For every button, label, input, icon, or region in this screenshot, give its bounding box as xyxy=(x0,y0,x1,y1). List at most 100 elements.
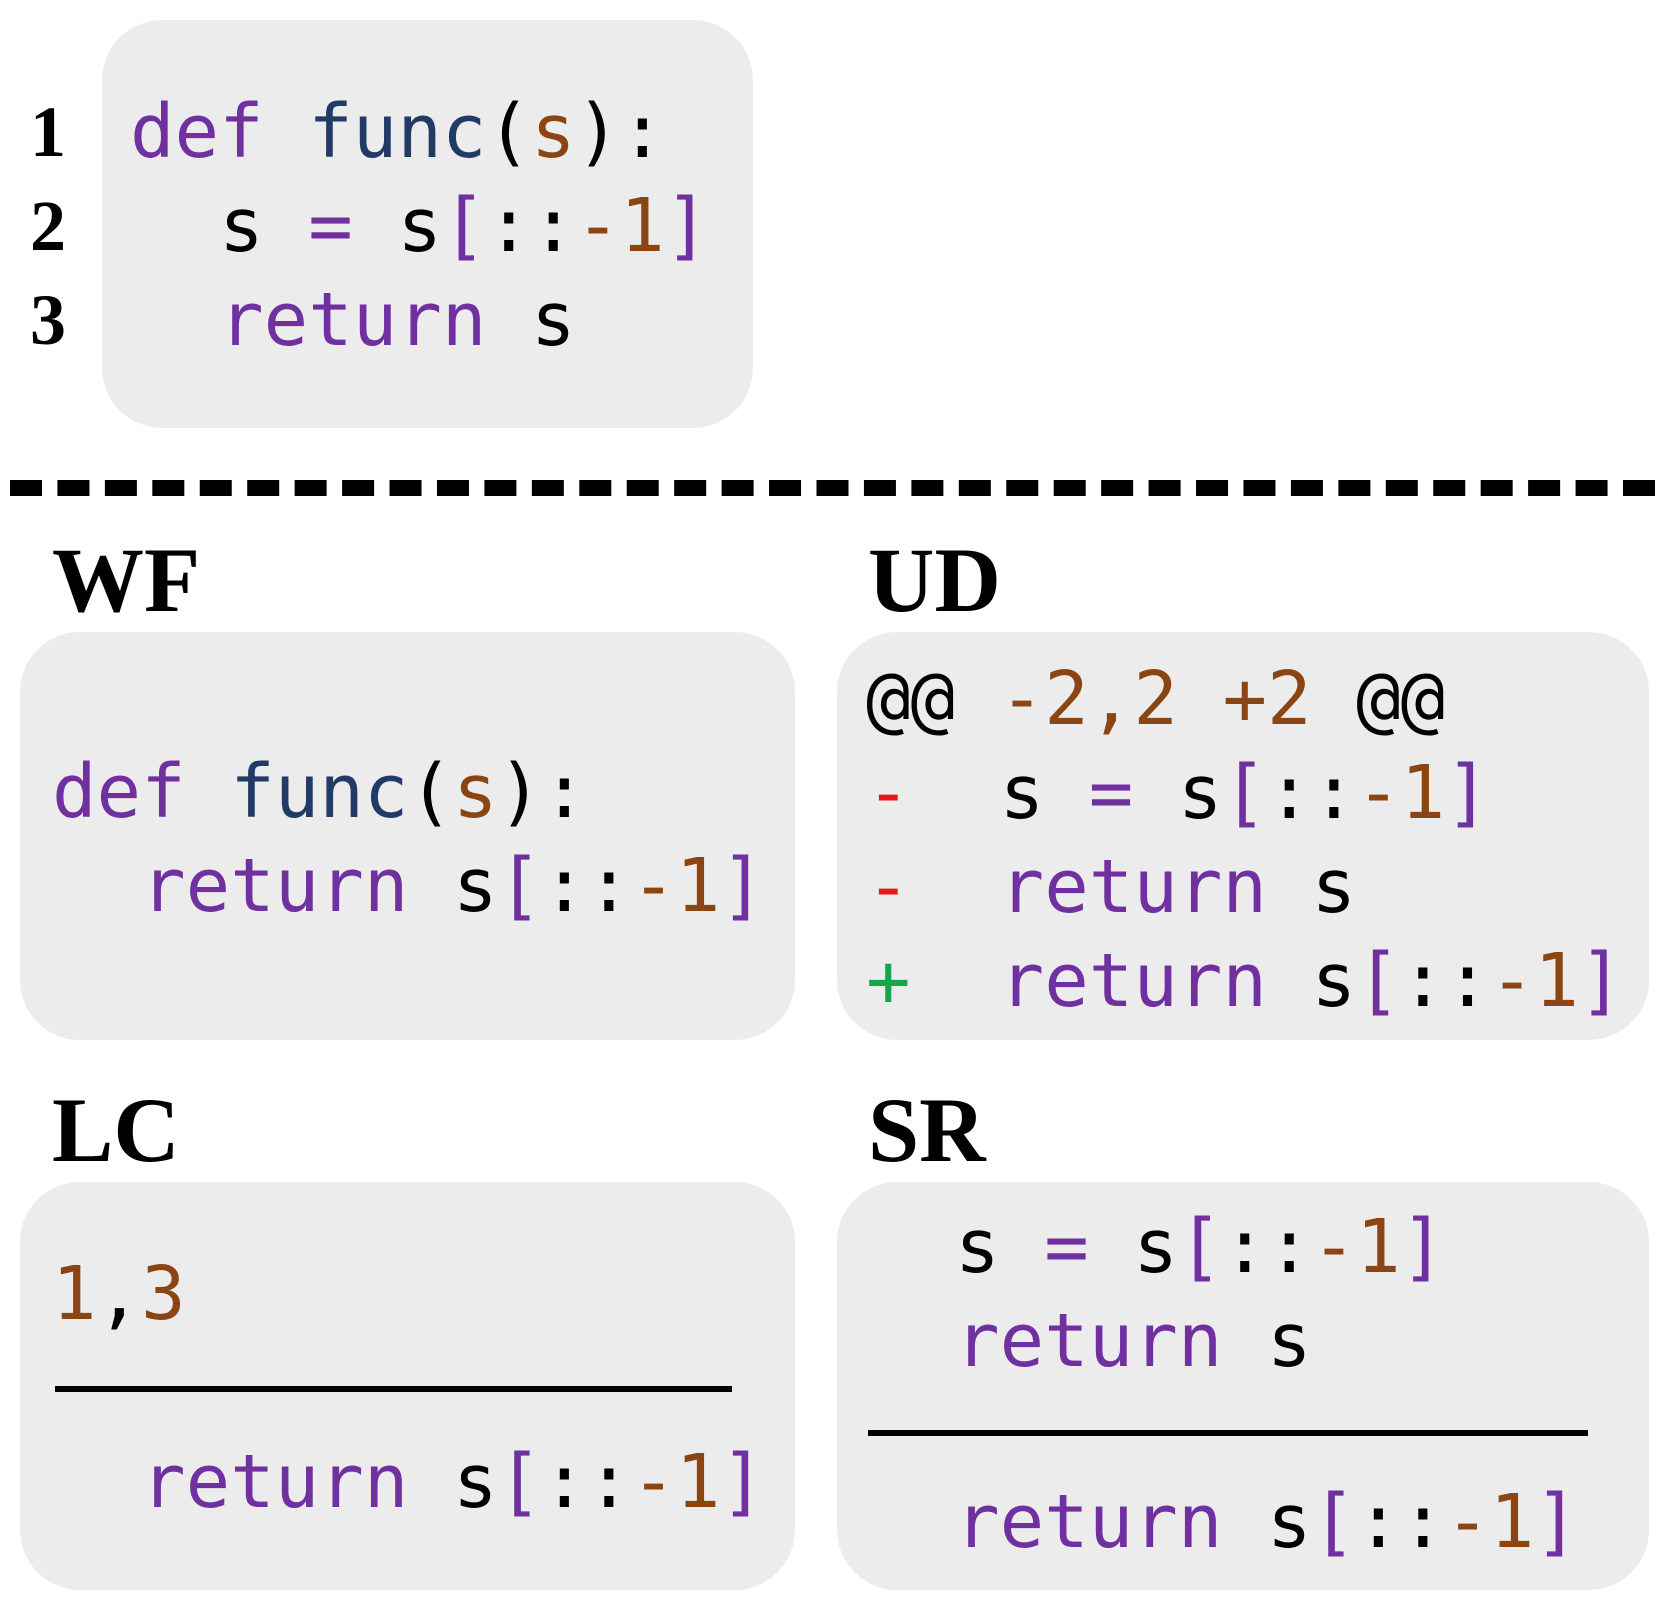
variable: s xyxy=(1177,750,1223,836)
code-line: def func(s): xyxy=(52,749,587,835)
indent xyxy=(866,1204,955,1290)
bracket: ] xyxy=(1400,1204,1446,1290)
hunk-range-new: +2 xyxy=(1222,656,1312,742)
bracket: ] xyxy=(1445,750,1490,836)
indent xyxy=(52,1439,141,1525)
sr-replace-code: return s[::-1] xyxy=(866,1475,1579,1569)
line-number-1: 1 xyxy=(30,92,66,172)
panel-label-ud: UD xyxy=(868,529,1001,631)
line-number: 1 xyxy=(52,1251,97,1337)
code-line: def func(s): xyxy=(130,89,665,175)
variable: s xyxy=(1133,1204,1178,1290)
line-numbers: 1,3 xyxy=(52,1251,186,1337)
bracket: [ xyxy=(497,843,543,929)
variable: s xyxy=(397,183,442,269)
bracket: [ xyxy=(1222,750,1268,836)
space xyxy=(1222,1479,1267,1565)
code-line: return s xyxy=(866,1298,1312,1384)
original-code-panel xyxy=(102,20,753,428)
number: -1 xyxy=(631,843,721,929)
keyword-return: return xyxy=(219,277,487,363)
paren-close: ): xyxy=(497,749,587,835)
parameter: s xyxy=(453,749,498,835)
minus-marker: - xyxy=(866,844,911,930)
lc-replacement-code: return s[::-1] xyxy=(52,1435,765,1529)
code-line: return s[::-1] xyxy=(52,843,765,929)
variable: s xyxy=(1311,938,1357,1024)
bracket: ] xyxy=(664,183,710,269)
space xyxy=(1222,1298,1267,1384)
slice-colons: :: xyxy=(1222,1204,1312,1290)
bracket: [ xyxy=(497,1439,543,1525)
number: -1 xyxy=(575,183,665,269)
code-line: s = s[::-1] xyxy=(866,1204,1445,1290)
panel-label-lc: LC xyxy=(52,1079,180,1181)
keyword-return: return xyxy=(141,843,409,929)
bracket: [ xyxy=(441,183,487,269)
number: -1 xyxy=(1489,938,1579,1024)
paren-close: ): xyxy=(575,89,665,175)
bracket: ] xyxy=(720,1439,765,1525)
bracket: ] xyxy=(1534,1479,1579,1565)
panel-label-wf: WF xyxy=(52,529,201,631)
indent xyxy=(911,844,1000,930)
line-number-3: 3 xyxy=(30,280,66,360)
paren-open: ( xyxy=(408,749,453,835)
parameter: s xyxy=(531,89,576,175)
plus-marker: + xyxy=(866,938,911,1024)
line-number-2: 2 xyxy=(30,186,66,266)
diff-hunk-header: @@ -2,2 +2 @@ xyxy=(866,656,1445,742)
space xyxy=(408,1439,453,1525)
diff-line-removed: - return s xyxy=(866,844,1356,930)
hunk-marker: @@ xyxy=(1356,656,1446,742)
bracket: [ xyxy=(1311,1479,1357,1565)
indent xyxy=(52,843,141,929)
comma: , xyxy=(96,1251,142,1337)
slice-colons: :: xyxy=(1356,1479,1446,1565)
slice-colons: :: xyxy=(1267,750,1357,836)
slice-colons: :: xyxy=(1400,938,1490,1024)
indent xyxy=(130,183,219,269)
separator-line xyxy=(868,1430,1588,1436)
number: -1 xyxy=(1445,1479,1535,1565)
indent xyxy=(911,938,1000,1024)
number: -1 xyxy=(1356,750,1446,836)
bracket: [ xyxy=(1356,938,1401,1024)
code-line: return s xyxy=(130,277,576,363)
lc-code: 1,3 xyxy=(52,1247,186,1341)
diff-line-removed: - s = s[::-1] xyxy=(866,750,1490,836)
code-line: return s[::-1] xyxy=(52,1439,765,1525)
minus-marker: - xyxy=(866,750,911,836)
function-name: func xyxy=(308,89,487,175)
keyword-return: return xyxy=(955,1479,1223,1565)
sr-search-code: s = s[::-1] return s xyxy=(866,1200,1445,1388)
slice-colons: :: xyxy=(542,1439,632,1525)
variable: s xyxy=(219,183,264,269)
keyword-def: def xyxy=(52,749,186,835)
indent xyxy=(866,1479,955,1565)
bracket: ] xyxy=(720,843,765,929)
assign-operator: = xyxy=(999,1204,1134,1290)
paren-open: ( xyxy=(486,89,531,175)
keyword-return: return xyxy=(999,938,1267,1024)
assign-operator: = xyxy=(1044,750,1178,836)
ud-code: @@ -2,2 +2 @@ - s = s[::-1] - return s +… xyxy=(866,652,1623,1028)
slice-colons: :: xyxy=(542,843,632,929)
original-code: def func(s): s = s[::-1] return s xyxy=(130,85,709,367)
bracket: [ xyxy=(1177,1204,1223,1290)
ud-panel xyxy=(837,632,1649,1040)
keyword-return: return xyxy=(141,1439,409,1525)
variable: s xyxy=(1266,1479,1312,1565)
indent xyxy=(130,277,219,363)
number: -1 xyxy=(1311,1204,1401,1290)
keyword-return: return xyxy=(999,844,1267,930)
sr-panel xyxy=(837,1182,1649,1590)
keyword-def: def xyxy=(130,89,264,175)
panel-label-sr: SR xyxy=(868,1079,986,1181)
variable: s xyxy=(452,1439,498,1525)
wf-panel xyxy=(20,632,795,1040)
diff-line-added: + return s[::-1] xyxy=(866,938,1623,1024)
code-line: s = s[::-1] xyxy=(130,183,709,269)
variable: s xyxy=(1266,1298,1312,1384)
variable: s xyxy=(530,277,576,363)
